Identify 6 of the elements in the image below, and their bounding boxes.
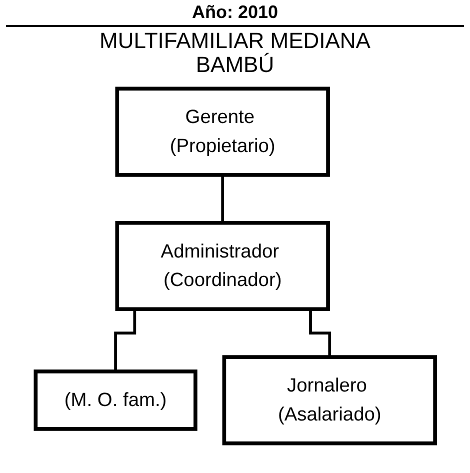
node-box: Gerente (Propietario) <box>114 87 330 178</box>
node-box: Jornalero (Asalariado) <box>222 356 437 446</box>
node-box: Administrador (Coordinador) <box>114 221 330 312</box>
diagram-title: MULTIFAMILIAR MEDIANA BAMBÚ <box>98 29 372 78</box>
node-box: (M. O. fam.) <box>33 370 197 432</box>
year-label: Año: 2010 <box>190 2 280 23</box>
